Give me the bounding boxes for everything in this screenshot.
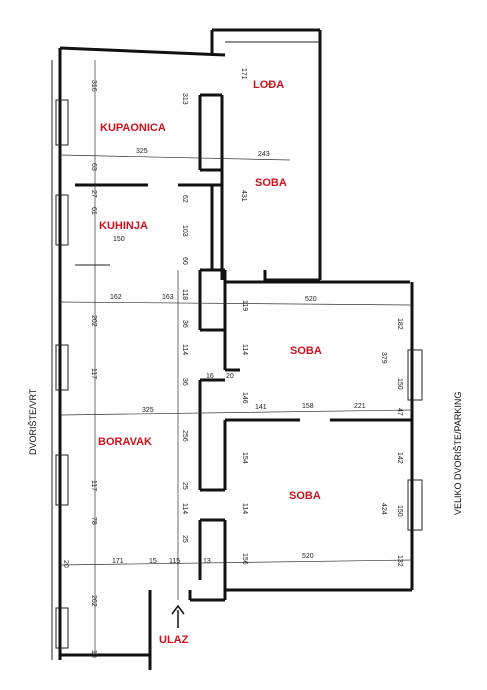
dim-label: 132 (396, 555, 403, 567)
dim-label: 63 (90, 163, 97, 171)
dim-label: 117 (90, 368, 97, 379)
dim-label: 150 (113, 236, 125, 243)
dim-label: 150 (396, 505, 403, 517)
room-label-loda: LOĐA (253, 79, 284, 91)
dim-label: 114 (241, 503, 248, 514)
dimension-labels: 171 316 313 325 243 431 63 27 61 62 103 … (62, 68, 403, 658)
dim-label: 142 (396, 452, 403, 464)
dim-label: 10 (90, 650, 97, 658)
outer-walls (51, 28, 414, 670)
room-label-boravak: BORAVAK (98, 436, 152, 448)
dim-label: 256 (181, 430, 188, 442)
entrance-arrow (171, 604, 185, 628)
dim-label: 325 (136, 148, 148, 155)
dim-label: 118 (181, 289, 188, 300)
dim-label: 146 (241, 392, 248, 404)
dim-label: 114 (181, 503, 188, 514)
dim-label: 16 (206, 373, 214, 380)
dim-label: 156 (241, 553, 248, 565)
dim-label: 36 (181, 320, 188, 328)
dim-label: 379 (380, 352, 387, 364)
dim-label: 243 (258, 151, 270, 158)
dim-label: 61 (90, 207, 97, 215)
dim-label: 262 (90, 595, 97, 607)
dim-label: 520 (305, 296, 317, 303)
dim-label: 20 (226, 373, 234, 380)
room-label-kupaonica: KUPAONICA (100, 122, 166, 134)
dim-label: 182 (396, 318, 403, 330)
interior-walls (75, 93, 412, 590)
dim-label: 13 (203, 558, 211, 565)
dim-label: 36 (181, 378, 188, 386)
dim-label: 424 (380, 503, 387, 515)
right-windows (407, 349, 423, 531)
dim-label: 313 (181, 93, 188, 105)
room-label-soba-mid: SOBA (290, 345, 322, 357)
dim-label: 114 (241, 344, 248, 355)
dimension-lines (59, 60, 413, 655)
dim-label: 202 (90, 315, 97, 327)
dim-label: 78 (90, 517, 97, 525)
dim-label: 150 (396, 378, 403, 390)
dim-label: 27 (90, 190, 97, 198)
room-label-kuhinja: KUHINJA (99, 220, 148, 232)
dim-label: 25 (181, 535, 188, 543)
dim-label: 117 (90, 480, 97, 491)
room-label-soba-top: SOBA (255, 177, 287, 189)
dim-label: 119 (241, 300, 248, 311)
dim-label: 141 (255, 404, 267, 411)
dim-label: 431 (240, 190, 247, 202)
dim-label: 316 (90, 80, 97, 92)
dim-label: 158 (302, 403, 314, 410)
dim-label: 520 (302, 553, 314, 560)
dim-label: 47 (396, 408, 403, 416)
dim-label: 115 (169, 558, 180, 565)
left-windows (55, 99, 69, 649)
dim-label: 15 (149, 558, 157, 565)
dim-label: 154 (241, 452, 248, 464)
dim-label: 25 (181, 482, 188, 490)
dim-label: 171 (112, 558, 124, 565)
dim-label: 325 (142, 407, 154, 414)
side-label-left: DVORIŠTE/VRT (28, 388, 38, 455)
dim-label: 114 (181, 344, 188, 355)
dim-label: 62 (181, 195, 188, 203)
dim-label: 103 (181, 225, 188, 237)
dim-label: 20 (62, 560, 69, 568)
room-label-ulaz: ULAZ (159, 634, 189, 646)
dim-label: 162 (110, 294, 122, 301)
dim-label: 221 (354, 403, 366, 410)
room-label-soba-bottom: SOBA (289, 490, 321, 502)
dim-label: 163 (162, 294, 174, 301)
side-label-right: VELIKO DVORIŠTE/PARKING (453, 392, 463, 515)
dim-label: 171 (240, 68, 247, 80)
dim-label: 60 (181, 257, 188, 265)
